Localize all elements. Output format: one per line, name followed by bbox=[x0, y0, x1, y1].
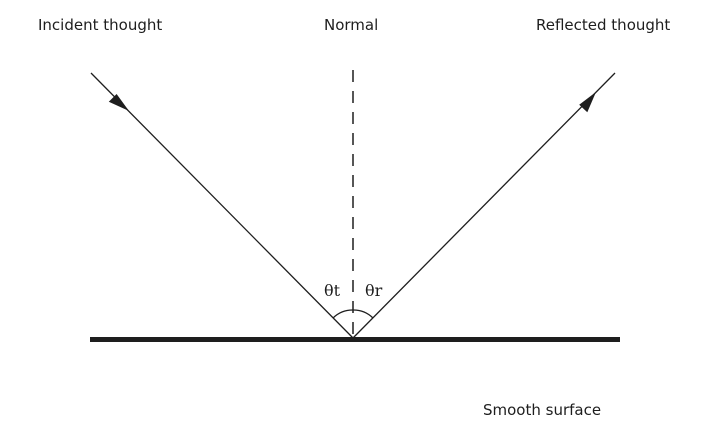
smooth-surface bbox=[90, 337, 620, 342]
incident-angle-arc bbox=[332, 309, 354, 319]
reflected-ray bbox=[352, 72, 616, 339]
reflected-angle-arc bbox=[352, 309, 374, 319]
incident-label: Incident thought bbox=[38, 16, 163, 34]
surface-label: Smooth surface bbox=[483, 401, 602, 419]
incident-arrowhead-icon bbox=[108, 94, 129, 111]
normal-label: Normal bbox=[324, 16, 379, 34]
incident-ray bbox=[90, 72, 354, 339]
theta-incident-label: θt bbox=[324, 281, 341, 300]
reflected-arrowhead-icon bbox=[579, 92, 596, 113]
theta-reflected-label: θr bbox=[365, 281, 383, 300]
reflected-label: Reflected thought bbox=[536, 16, 671, 34]
